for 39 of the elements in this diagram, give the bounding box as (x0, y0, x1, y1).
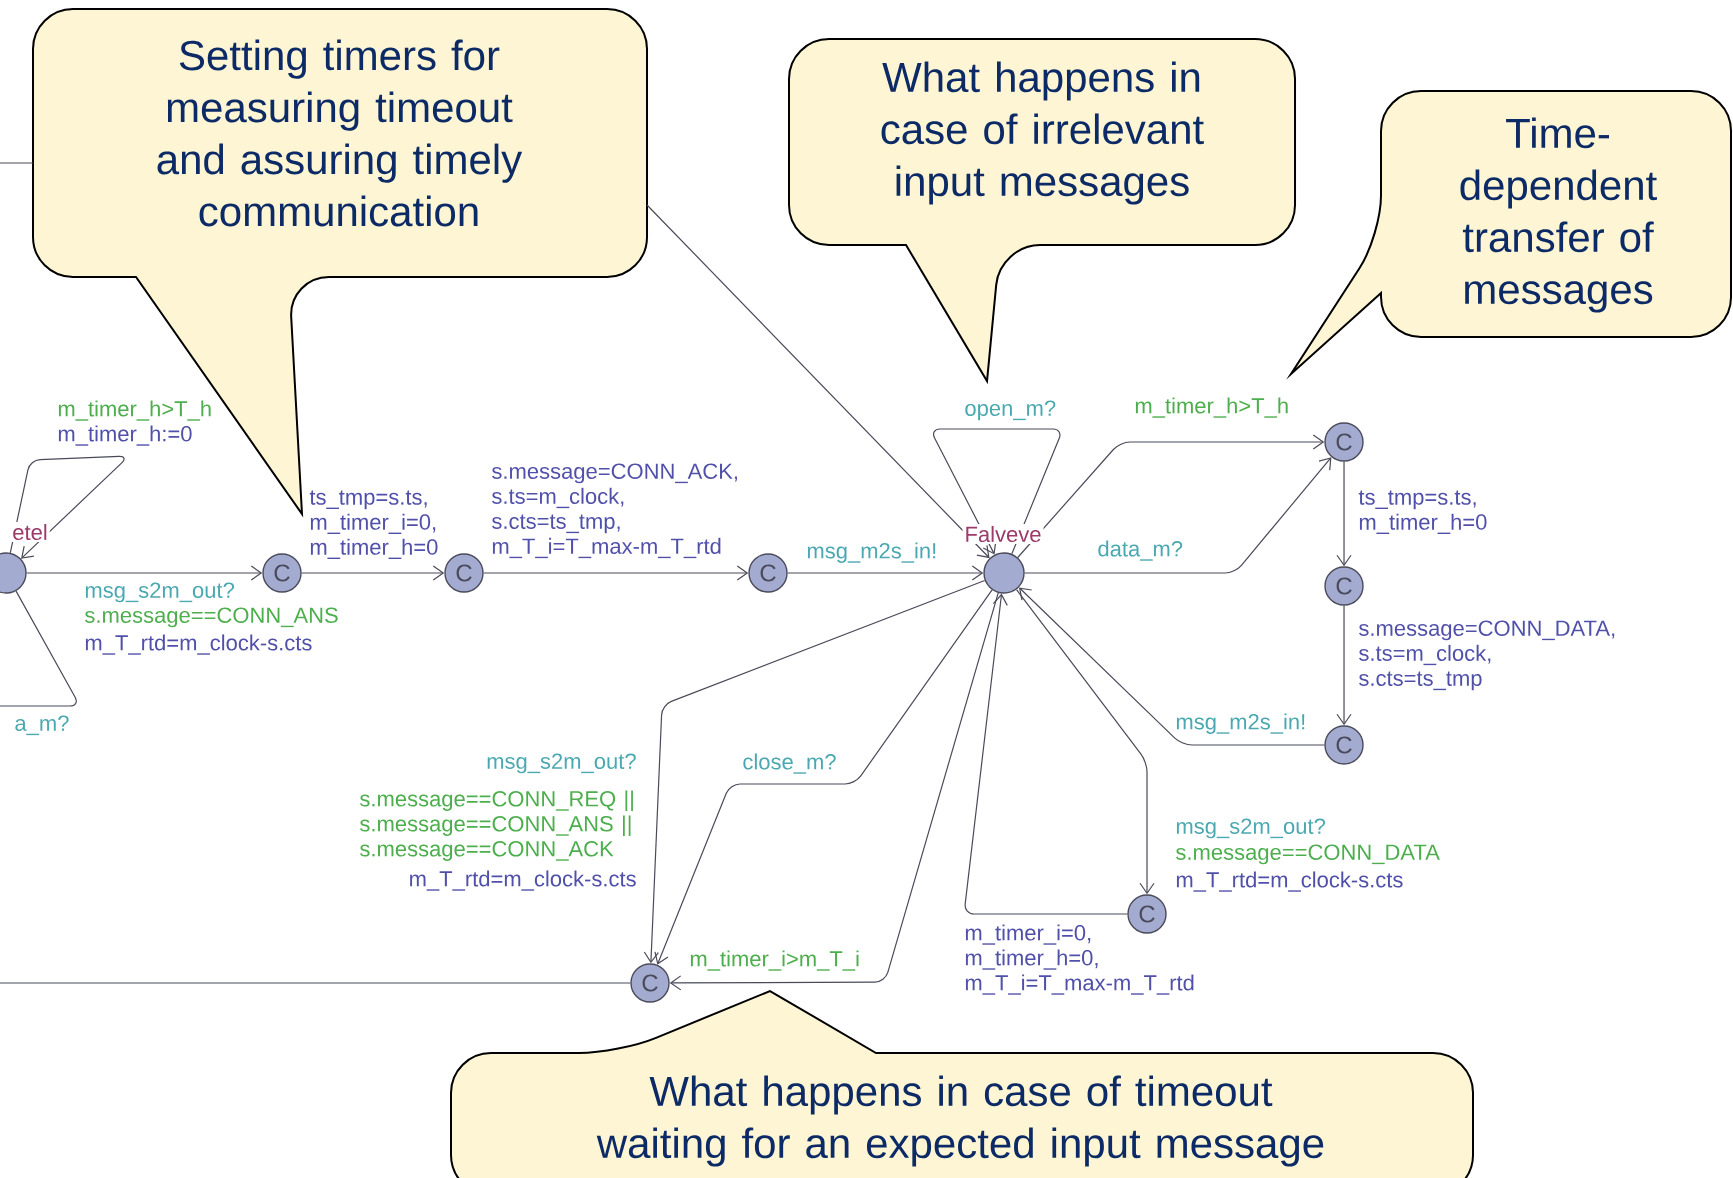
guard-label: s.message==CONN_DATA (1176, 844, 1440, 865)
sync-label: a_m? (15, 715, 69, 736)
guard-label: s.message==CONN_REQ || s.message==CONN_ANS || s.message==CONN_ACK (360, 790, 633, 861)
transition-arrow (26, 565, 263, 581)
transition-arrow (1015, 588, 1155, 895)
update-label: m_T_rtd=m_clock-s.cts (410, 870, 636, 891)
transition-arrow (1018, 587, 1325, 746)
update-label: m_timer_h:=0 (58, 425, 192, 446)
transition-arrow (933, 428, 1061, 555)
update-label: m_T_rtd=m_clock-s.cts (85, 634, 312, 655)
transition-arrow (9, 455, 125, 559)
location-name: etel (10, 521, 50, 543)
update-label: s.message=CONN_DATA, s.ts=m_clock, s.cts=ts_tmp (1359, 620, 1615, 691)
sync-label: msg_m2s_in! (807, 542, 936, 563)
transition-arrow (964, 593, 1128, 915)
sync-label: close_m? (743, 753, 836, 774)
transition-arrow (787, 565, 984, 581)
sync-label: data_m? (1098, 540, 1183, 561)
transition-arrow (0, 162, 990, 559)
sync-label: msg_m2s_in! (1176, 713, 1305, 734)
location-name: Falveve (962, 523, 1044, 545)
guard-label: m_timer_i>m_T_i (690, 950, 859, 971)
transition-arrow (1336, 461, 1352, 567)
sync-label: msg_s2m_out? (85, 582, 234, 603)
location-circle (983, 552, 1025, 594)
transition-arrow (483, 565, 749, 581)
transition-arrow (1017, 434, 1325, 559)
update-label: m_T_rtd=m_clock-s.cts (1176, 871, 1403, 892)
guard-label: m_timer_h>T_h (1135, 397, 1288, 418)
transition-arrow (301, 565, 445, 581)
guard-label: m_timer_h>T_h (58, 400, 211, 421)
transition-arrow (1024, 457, 1332, 574)
callout: What happens in case of irrelevant input messages (788, 38, 1296, 382)
sync-label: open_m? (965, 400, 1056, 421)
sync-label: msg_s2m_out? (487, 753, 636, 774)
sync-label: msg_s2m_out? (1176, 818, 1325, 839)
update-label: ts_tmp=s.ts, m_timer_h=0 (1358, 490, 1487, 534)
transition-arrow (1336, 605, 1352, 726)
guard-label: s.message==CONN_ANS (85, 607, 338, 628)
